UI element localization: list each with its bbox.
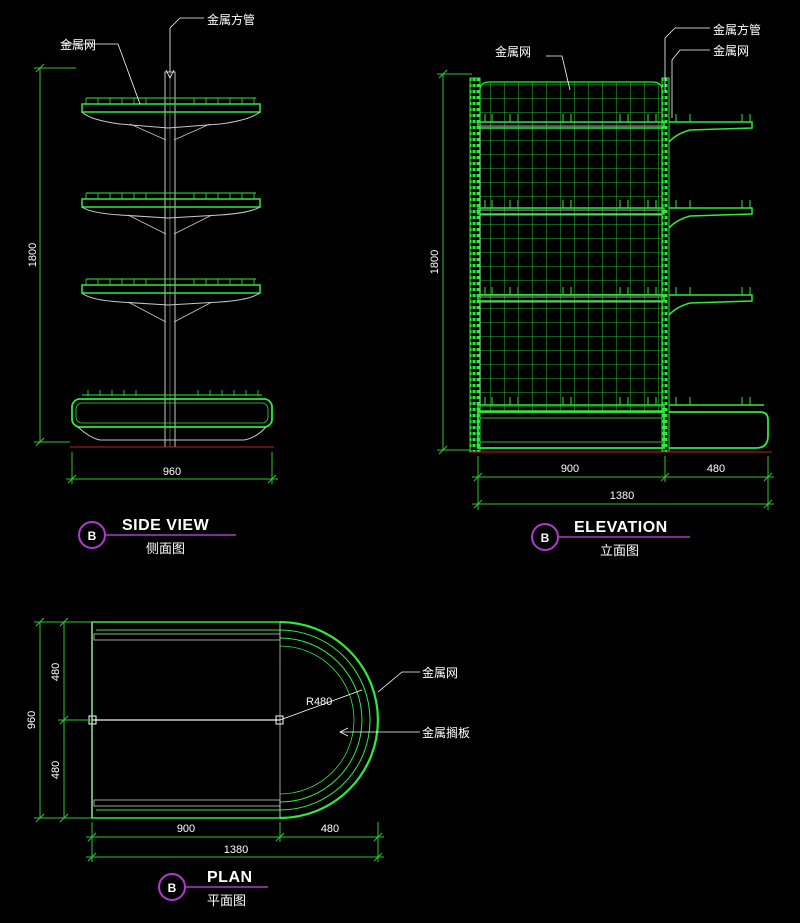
side-height-dimension: 1800 [27,63,76,447]
plan-label-shelf-plate: 金属搁板 [422,725,470,740]
plan-dim-900: 900 [177,823,195,835]
side-title: SIDE VIEW [122,517,210,534]
side-subtitle: 侧面图 [146,542,185,557]
plan-leaders: 金属网 金属搁板 [339,665,470,740]
side-leaders: 金属方管 金属网 [60,12,255,105]
elevation-subtitle: 立面图 [600,544,639,559]
elevation-dim-900: 900 [561,463,579,475]
side-height-value: 1800 [27,243,39,267]
elevation-title: ELEVATION [574,519,668,536]
elevation-leaders: 金属网 金属方管 金属网 [495,22,761,118]
elevation-label-square-tube: 金属方管 [713,22,761,37]
side-width-dimension: 960 [66,452,278,484]
side-view: 1800 960 金属方管 金属网 B SIDE VIEW 侧面图 [27,12,278,557]
plan-dim-480: 480 [321,823,339,835]
elevation-view: 1800 900 480 1380 金属网 金属方管 金属网 [429,22,774,559]
plan-rails [88,622,284,818]
side-mark-letter: B [88,529,97,543]
elevation-dim-total: 1380 [610,490,634,502]
plan-mark-letter: B [168,881,177,895]
elevation-width-dimensions: 900 480 1380 [472,456,774,510]
plan-subtitle: 平面图 [207,894,246,909]
plan-horizontal-dimensions: 900 480 1380 [86,822,384,862]
side-base [70,390,274,448]
elevation-height-dimension: 1800 [429,69,472,455]
elevation-dim-480: 480 [707,463,725,475]
plan-title-block: B PLAN 平面图 [158,869,268,909]
side-shelf-3 [81,278,261,323]
plan-title: PLAN [207,869,253,886]
elevation-title-block: B ELEVATION 立面图 [531,519,690,559]
elevation-label-mesh-left: 金属网 [495,44,531,59]
plan-half-top-value: 480 [50,663,62,681]
elevation-label-mesh-right: 金属网 [713,43,749,58]
plan-vertical-dimensions: 960 480 480 [26,617,92,823]
plan-radius-value: R480 [306,696,332,708]
side-shelf-1 [81,97,261,141]
elevation-left-post [469,77,481,453]
elevation-height-value: 1800 [429,250,441,274]
elevation-shelves-end [668,114,753,405]
plan-depth-value: 960 [26,711,38,729]
side-label-square-tube: 金属方管 [207,12,255,27]
side-label-mesh: 金属网 [60,37,96,52]
side-title-block: B SIDE VIEW 侧面图 [78,517,236,557]
elevation-mark-letter: B [541,531,550,545]
plan-half-bottom-value: 480 [50,761,62,779]
side-shelf-2 [81,192,261,235]
elevation-center-post [661,77,670,453]
plan-dim-total: 1380 [224,844,248,856]
side-width-value: 960 [163,466,181,478]
elevation-base [470,404,772,453]
plan-label-mesh: 金属网 [422,665,458,680]
plan-radius: R480 [279,689,363,721]
plan-view: R480 金属网 金属搁板 960 480 480 [26,617,470,909]
elevation-shelves-main [477,114,665,412]
elevation-mesh-panel [479,81,663,413]
